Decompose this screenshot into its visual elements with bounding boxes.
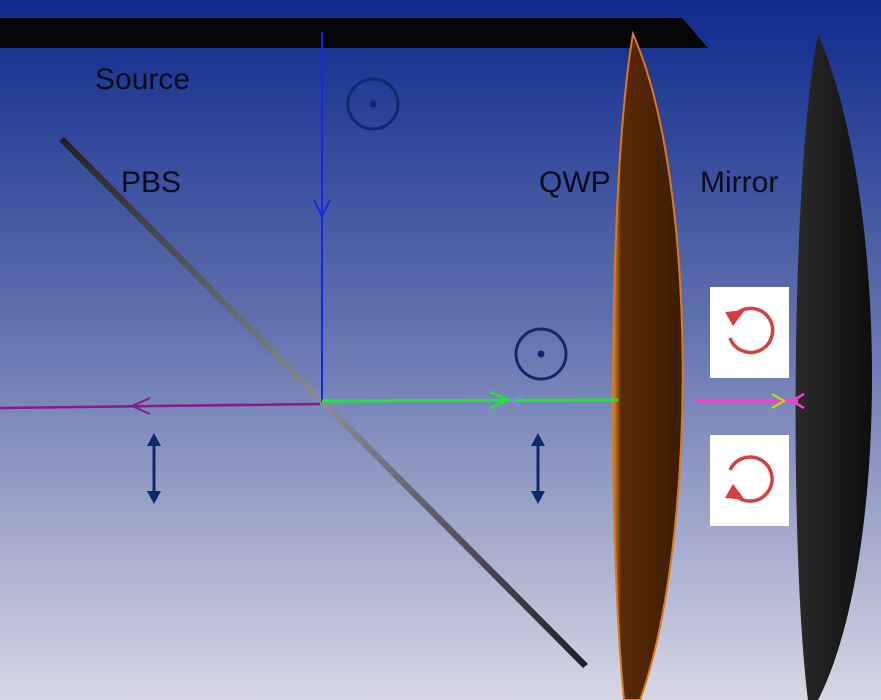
circle-dot-icon [346,77,400,131]
transmitted-beam [321,390,619,410]
pbs-label: PBS [121,166,181,199]
qwp-label: QWP [539,166,611,199]
mirror-label: Mirror [700,166,778,199]
double-arrow-icon [531,433,545,504]
qwp-to-mirror-beam [696,392,805,410]
circle-dot-icon [514,327,568,381]
incoming-beam [313,32,331,402]
return-beam [0,397,321,415]
pbs-plate [59,137,588,668]
source-label: Source [95,63,190,96]
double-arrow-icon [147,433,161,504]
qwp-plate [611,30,684,700]
circular-arrow-icon [710,435,789,526]
circular-arrow-icon [710,287,789,378]
mirror [795,34,872,700]
source-bar [0,18,708,48]
